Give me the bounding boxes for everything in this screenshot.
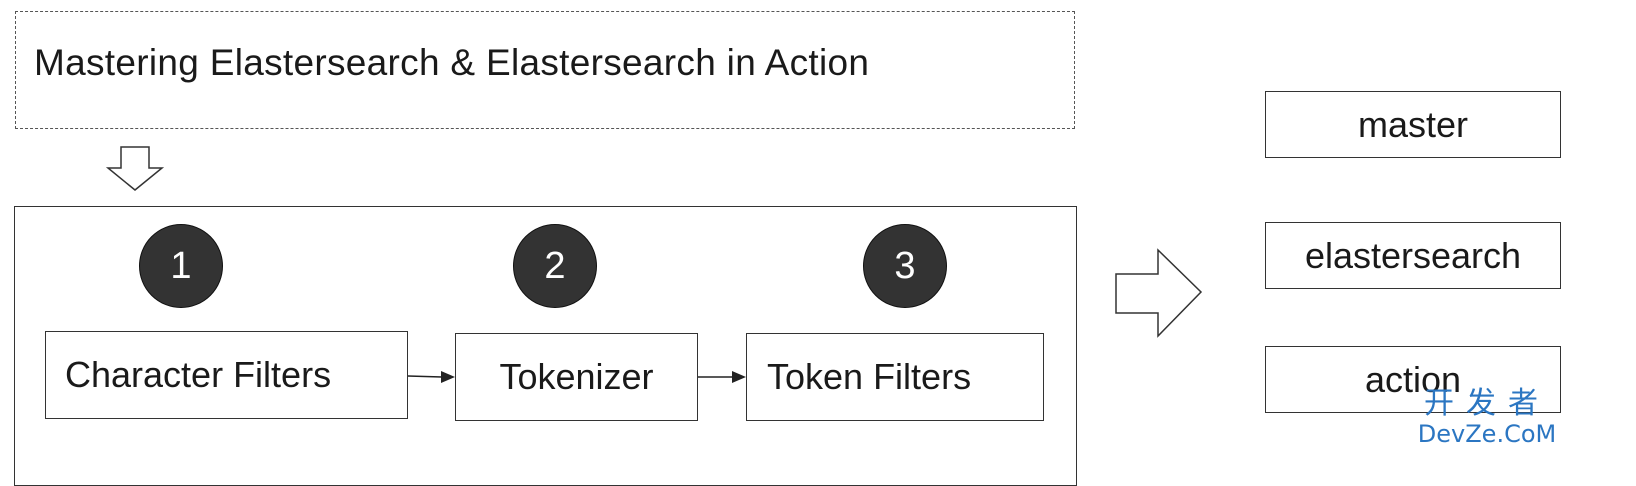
- diagram-connectors: [105, 146, 1203, 383]
- step-badge-1: 1: [139, 224, 223, 308]
- watermark-logo: 开发者 DevZe.CoM: [1412, 388, 1562, 452]
- watermark-cn-text: 开发者: [1424, 386, 1550, 421]
- output-token-elastersearch: elastersearch: [1265, 222, 1561, 289]
- output-token-action: action: [1265, 346, 1561, 413]
- tokenizer-box: Tokenizer: [455, 333, 698, 421]
- step-badge-2: 2: [513, 224, 597, 308]
- input-text: Mastering Elastersearch & Elastersearch …: [34, 42, 870, 83]
- watermark-en-text: DevZe.CoM: [1417, 420, 1557, 448]
- tokenizer-label: Tokenizer: [499, 356, 654, 397]
- output-token-master: master: [1265, 91, 1561, 158]
- token-filters-label: Token Filters: [767, 356, 972, 397]
- hollow-down-arrow-icon: [105, 146, 165, 191]
- output-token-label: elastersearch: [1304, 234, 1522, 276]
- token-filters-box: Token Filters: [746, 333, 1044, 421]
- output-token-label: action: [1364, 358, 1462, 400]
- output-token-label: master: [1357, 103, 1469, 145]
- character-filters-label: Character Filters: [65, 354, 332, 395]
- input-text-box: [15, 11, 1075, 129]
- connector-arrow-2: [698, 371, 746, 383]
- character-filters-box: Character Filters: [45, 331, 408, 419]
- step-badge-3: 3: [863, 224, 947, 308]
- hollow-right-arrow-icon: [1115, 248, 1203, 338]
- connector-arrow-1: [407, 371, 455, 383]
